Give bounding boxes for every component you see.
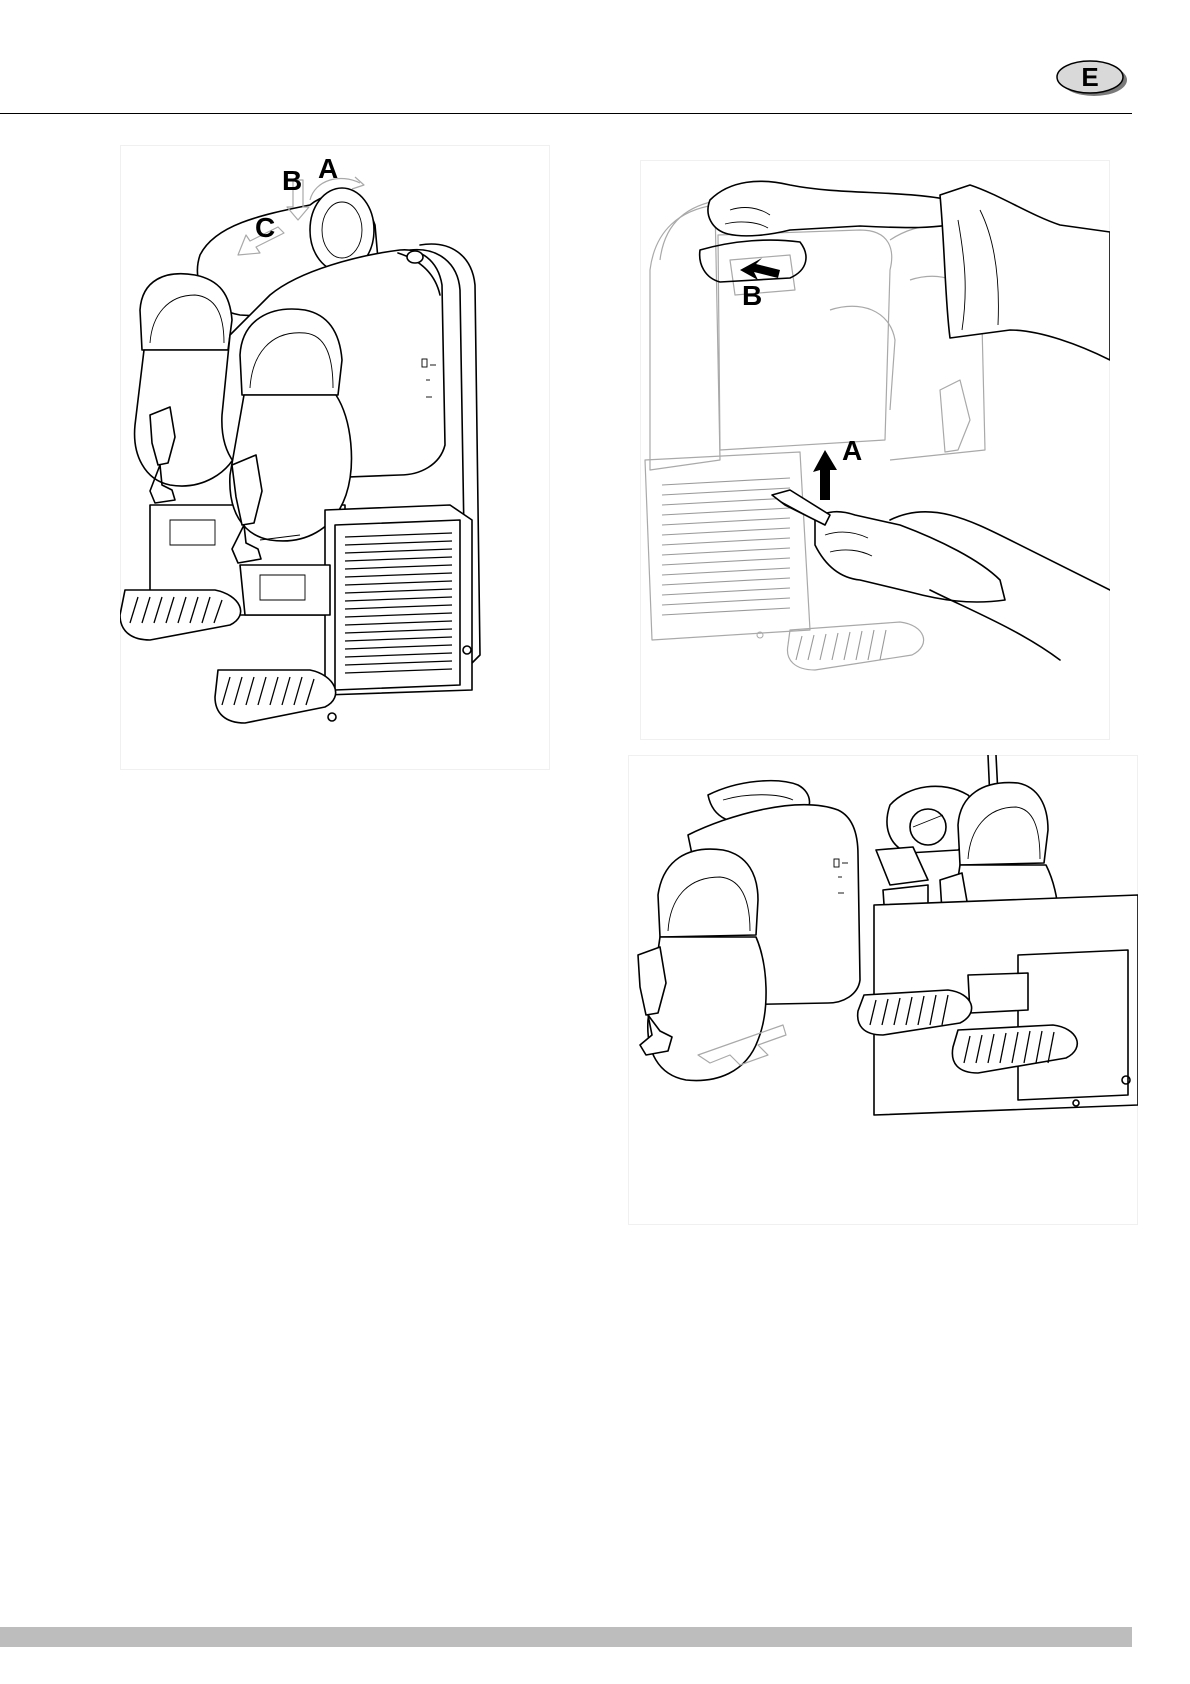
callout-c: C [255, 212, 275, 243]
figure-remove-bowl-lid: B A C [120, 145, 550, 770]
figure-slide-out-bowl [628, 755, 1138, 1225]
lift-arrow-a [813, 450, 837, 500]
callout-b: B [742, 280, 762, 311]
figure-release-lever: B A [640, 160, 1110, 740]
slide-out-illustration [628, 755, 1138, 1225]
callout-a: A [318, 153, 338, 184]
push-arrow-b [740, 258, 780, 280]
header-divider [0, 113, 1132, 114]
footer-bar [0, 1627, 1132, 1647]
release-illustration: B A [640, 160, 1110, 740]
callout-a: A [842, 435, 862, 466]
language-badge: E [1056, 58, 1128, 98]
callout-b: B [282, 165, 302, 196]
language-badge-letter: E [1081, 62, 1098, 92]
dispenser-illustration: B A C [120, 145, 550, 770]
